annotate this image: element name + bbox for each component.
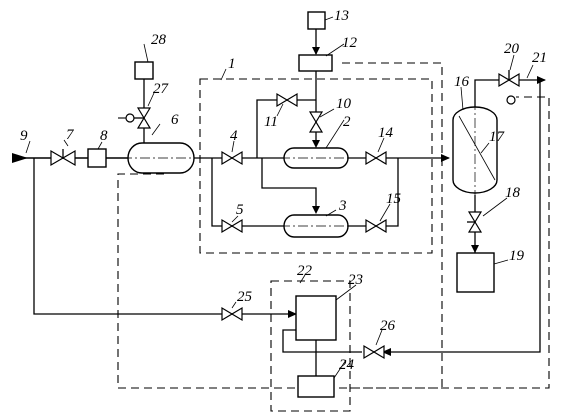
outlet-arrow-21-icon (537, 76, 546, 84)
vessel-2 (280, 147, 352, 169)
label-1: 1 (228, 56, 236, 72)
label-16: 16 (454, 74, 470, 90)
box-13 (307, 11, 326, 30)
label-23: 23 (348, 272, 363, 288)
valve-27-icon (134, 107, 152, 129)
label-21: 21 (532, 50, 547, 66)
label-8: 8 (100, 128, 108, 144)
label-9: 9 (20, 128, 28, 144)
label-2: 2 (343, 114, 351, 130)
separator-16 (452, 100, 498, 200)
arrow-26-icon (382, 348, 391, 356)
arrow-into-2-icon (312, 140, 320, 148)
valve-14-icon (365, 150, 387, 166)
label-26: 26 (380, 318, 396, 334)
arrow-into-19-icon (471, 245, 479, 253)
unit-1-dashed-boundary (199, 78, 433, 254)
label-4: 4 (230, 128, 238, 144)
inlet-arrow-icon (12, 153, 28, 163)
arrow-into-16-icon (441, 154, 450, 162)
control-dashed-line-outer (117, 62, 443, 389)
label-17: 17 (489, 129, 506, 145)
control-dashed-line-right (350, 96, 550, 389)
label-10: 10 (336, 96, 352, 112)
label-28: 28 (151, 32, 167, 48)
label-15: 15 (386, 191, 402, 207)
label-11: 11 (264, 114, 278, 130)
valve-26-icon (363, 344, 385, 360)
valve-10-icon (308, 111, 324, 133)
vessel-3 (280, 214, 352, 238)
arrow-into-12-icon (312, 47, 320, 55)
valve-25-icon (221, 306, 243, 322)
box-28 (134, 61, 154, 80)
arrow-into-3-icon (312, 206, 320, 214)
label-6: 6 (171, 112, 179, 128)
sensor-20-icon (506, 95, 516, 105)
label-19: 19 (509, 248, 525, 264)
box-8 (87, 148, 107, 168)
label-3: 3 (338, 198, 347, 214)
sensor-27-icon (125, 113, 135, 123)
label-7: 7 (66, 127, 75, 143)
line-to-vessel-3 (261, 158, 317, 212)
line-split-down-5 (211, 158, 286, 227)
label-24: 24 (339, 357, 355, 373)
label-27: 27 (153, 81, 170, 97)
valve-5-icon (221, 218, 243, 234)
valve-20-icon (498, 70, 520, 88)
label-25: 25 (237, 289, 253, 305)
valve-4-icon (221, 150, 243, 166)
label-18: 18 (505, 185, 521, 201)
valve-15-icon (365, 218, 387, 234)
label-14: 14 (378, 125, 394, 141)
label-5: 5 (236, 202, 244, 218)
label-22: 22 (297, 263, 313, 279)
label-13: 13 (334, 8, 349, 24)
arrow-into-23-icon (288, 310, 297, 318)
line-16-to-21 (474, 79, 545, 107)
box-19 (456, 252, 495, 293)
unit-22-dashed-boundary (270, 280, 351, 412)
line-26-to-23 (282, 329, 362, 353)
bypass-line-to-25 (33, 158, 296, 315)
box-23 (295, 295, 337, 341)
line-3-to-15 (346, 158, 399, 227)
box-24 (297, 375, 335, 398)
vessel-6 (122, 142, 198, 174)
box-12 (298, 54, 333, 72)
valve-11-icon (276, 92, 298, 108)
valve-18-icon (467, 211, 483, 233)
line-21-to-26 (385, 80, 541, 353)
valve-7-icon (50, 149, 76, 167)
label-12: 12 (342, 35, 358, 51)
leader-lines (25, 16, 534, 379)
label-20: 20 (504, 41, 520, 57)
